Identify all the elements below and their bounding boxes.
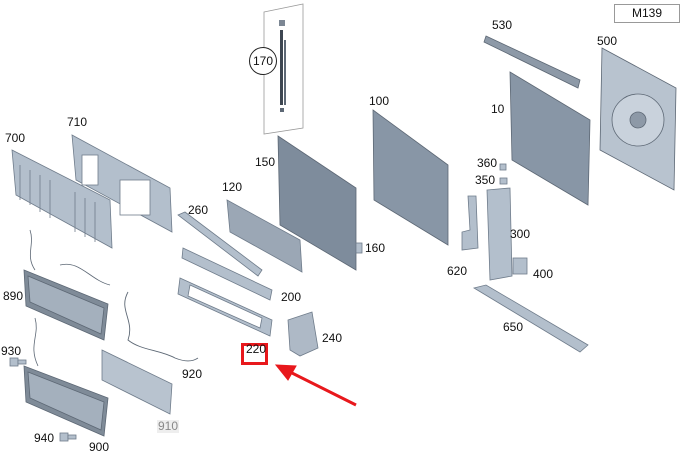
part-260 <box>177 211 263 277</box>
part-650 <box>472 284 589 353</box>
part-label-200[interactable]: 200 <box>281 290 302 304</box>
part-label-620[interactable]: 620 <box>447 264 468 278</box>
part-label-710[interactable]: 710 <box>67 115 88 129</box>
part-400 <box>512 257 528 275</box>
part-100 <box>372 109 449 246</box>
part-label-920[interactable]: 920 <box>182 367 203 381</box>
part-910 <box>101 349 173 415</box>
part-10 <box>509 71 591 206</box>
part-240 <box>287 311 319 357</box>
part-label-910[interactable]: 910 <box>157 419 180 433</box>
part-label-930[interactable]: 930 <box>1 344 22 358</box>
part-300 <box>486 187 513 281</box>
part-label-350[interactable]: 350 <box>475 173 496 187</box>
part-label-160[interactable]: 160 <box>365 241 386 255</box>
pointer-arrow <box>274 364 357 407</box>
callout-170[interactable]: 170 <box>249 47 277 75</box>
part-label-240[interactable]: 240 <box>322 331 343 345</box>
part-120 <box>226 199 303 273</box>
part-label-300[interactable]: 300 <box>510 227 531 241</box>
part-500 <box>599 47 677 191</box>
part-150 <box>277 135 357 271</box>
part-label-940[interactable]: 940 <box>34 431 55 445</box>
part-label-100[interactable]: 100 <box>369 94 390 108</box>
highlight-box <box>241 343 268 365</box>
part-200 <box>181 247 273 301</box>
part-label-890[interactable]: 890 <box>3 289 24 303</box>
part-label-150[interactable]: 150 <box>255 155 276 169</box>
part-label-400[interactable]: 400 <box>533 267 554 281</box>
part-710 <box>71 134 173 233</box>
model-code-badge: M139 <box>614 4 680 23</box>
part-170-rod <box>280 30 283 105</box>
part-label-650[interactable]: 650 <box>503 320 524 334</box>
part-350 <box>499 177 508 185</box>
part-890 <box>23 229 111 341</box>
part-170-panel <box>263 3 304 135</box>
part-label-10[interactable]: 10 <box>491 102 505 116</box>
part-360 <box>499 163 507 171</box>
part-label-220[interactable]: 220 <box>246 342 267 356</box>
part-label-900[interactable]: 900 <box>89 440 110 454</box>
part-930 <box>9 357 19 367</box>
part-920 <box>124 291 199 362</box>
part-700 <box>11 149 113 249</box>
part-530 <box>483 35 581 89</box>
part-label-120[interactable]: 120 <box>222 180 243 194</box>
part-220 <box>177 277 273 337</box>
part-900 <box>23 317 109 437</box>
part-label-530[interactable]: 530 <box>492 18 513 32</box>
part-label-260[interactable]: 260 <box>188 203 209 217</box>
part-940 <box>59 432 69 442</box>
part-label-700[interactable]: 700 <box>5 131 26 145</box>
part-160 <box>355 242 363 254</box>
part-label-500[interactable]: 500 <box>597 34 618 48</box>
part-label-360[interactable]: 360 <box>477 156 498 170</box>
part-620 <box>461 195 479 251</box>
